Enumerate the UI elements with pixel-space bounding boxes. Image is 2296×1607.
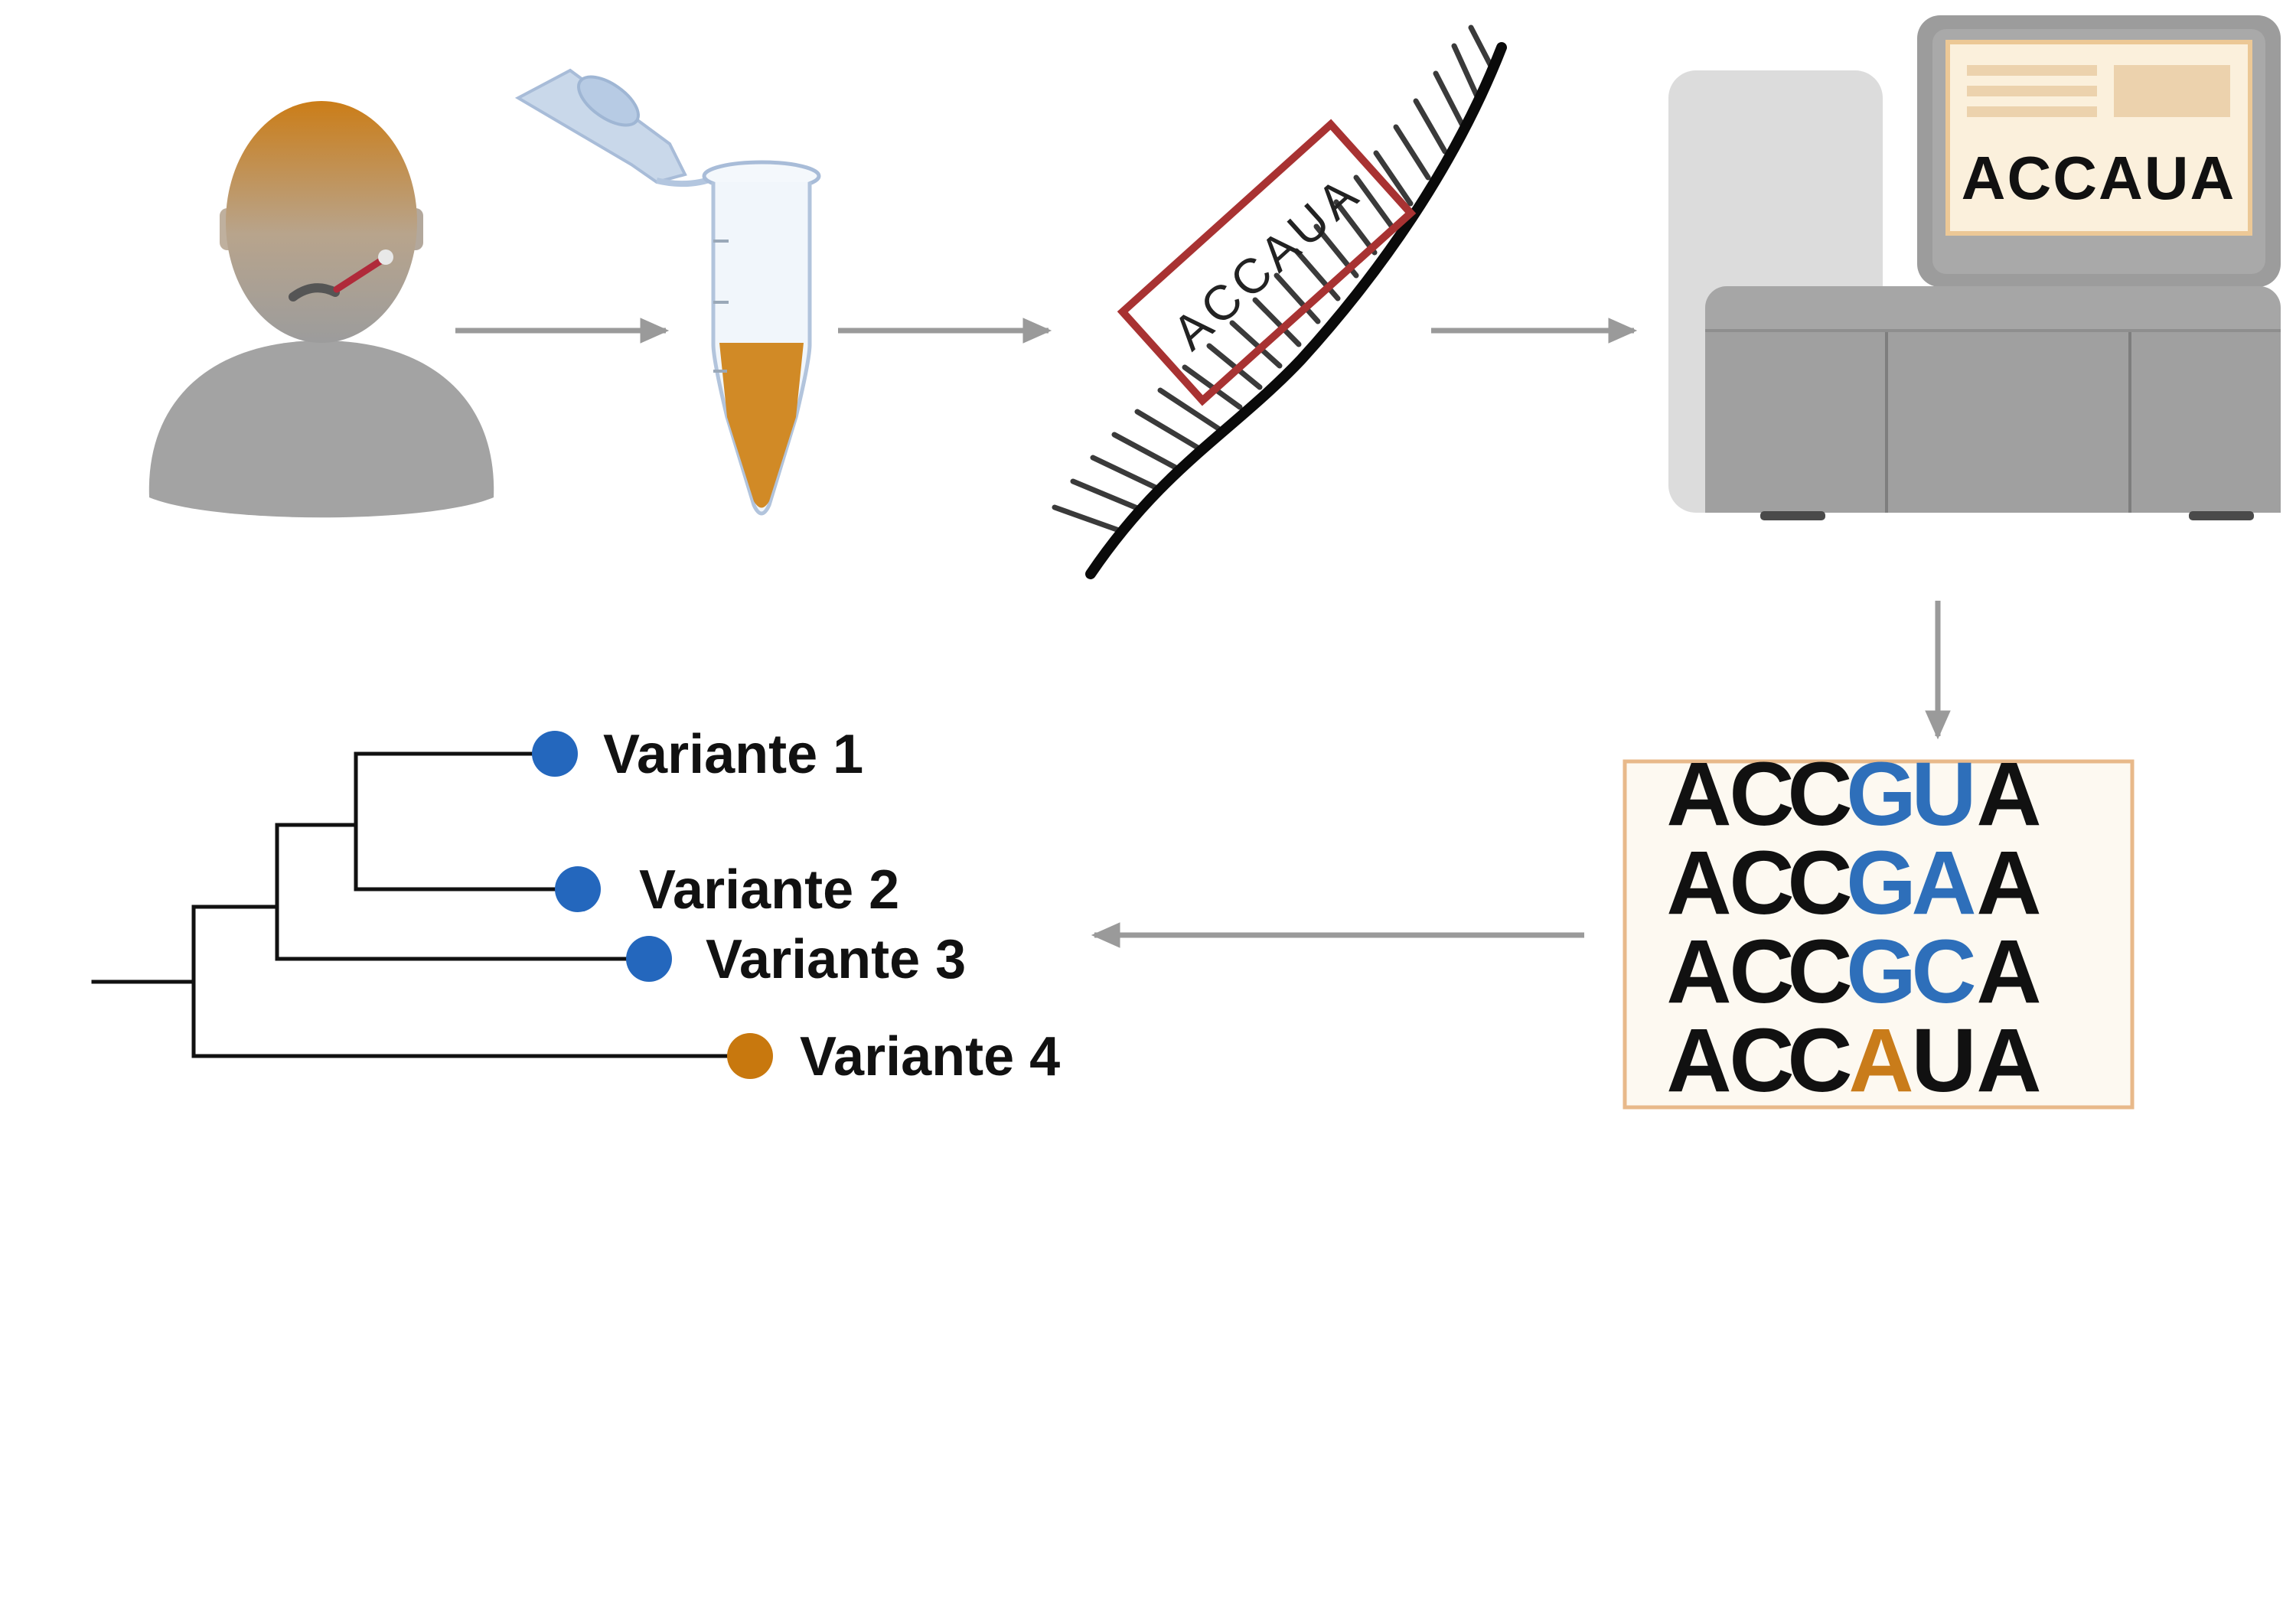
nucleotide-letter: A — [1911, 833, 1976, 934]
patient-icon — [148, 101, 494, 518]
nucleotide-letter: A — [1666, 921, 1731, 1022]
sequence-frame: ACCAUA — [1117, 119, 1417, 406]
nucleotide-letter: C — [1787, 833, 1852, 934]
nucleotide-letter: G — [1846, 921, 1916, 1022]
variant-label: Variante 3 — [706, 929, 966, 990]
nucleotide-letter: A — [1666, 744, 1731, 845]
nucleotide-letter: C — [1729, 744, 1794, 845]
screen-sequence-text: ACCAUA — [1962, 144, 2236, 212]
sequencer-machine-icon: ACCAUA — [1668, 15, 2281, 520]
swab-icon — [333, 255, 388, 293]
nucleotide-letter: G — [1846, 744, 1916, 845]
variant-label: Variante 2 — [639, 859, 899, 921]
nucleotide-letter: C — [1729, 921, 1794, 1022]
nucleotide-letter: C — [1911, 921, 1976, 1022]
sample-tube-icon — [514, 68, 821, 516]
nucleotide-letter: G — [1846, 833, 1916, 934]
nucleotide-letter: U — [1911, 1010, 1976, 1111]
variant-tip-dot — [532, 731, 578, 777]
variant-tip-dot — [626, 936, 672, 982]
nucleotide-letter: A — [1848, 1010, 1913, 1111]
nucleotide-letter: A — [1666, 833, 1731, 934]
variant-tip-dot — [555, 866, 601, 912]
nucleotide-letter: U — [1911, 744, 1976, 845]
nucleotide-letter: A — [1976, 921, 2041, 1022]
nucleotide-letter: C — [1729, 1010, 1794, 1111]
nucleotide-letter: C — [1787, 1010, 1852, 1111]
nucleotide-letter: A — [1976, 744, 2041, 845]
variant-tip-dot — [727, 1033, 773, 1079]
nucleotide-letter: A — [1666, 1010, 1731, 1111]
nucleotide-letter: A — [1976, 1010, 2041, 1111]
nucleotide-letter: A — [1976, 833, 2041, 934]
nucleotide-letter: C — [1787, 921, 1852, 1022]
variant-label: Variante 4 — [800, 1026, 1060, 1087]
nucleotide-letter: C — [1729, 833, 1794, 934]
nucleotide-letter: C — [1787, 744, 1852, 845]
rna-strand-icon: ACCAUA — [1052, 24, 1507, 579]
rna-sequence-label: ACCAUA — [1162, 165, 1371, 360]
phylogenetic-tree: Variante 1 Variante 2 Variante 3 Variante 4 — [91, 724, 1060, 1087]
variant-label: Variante 1 — [603, 724, 863, 785]
